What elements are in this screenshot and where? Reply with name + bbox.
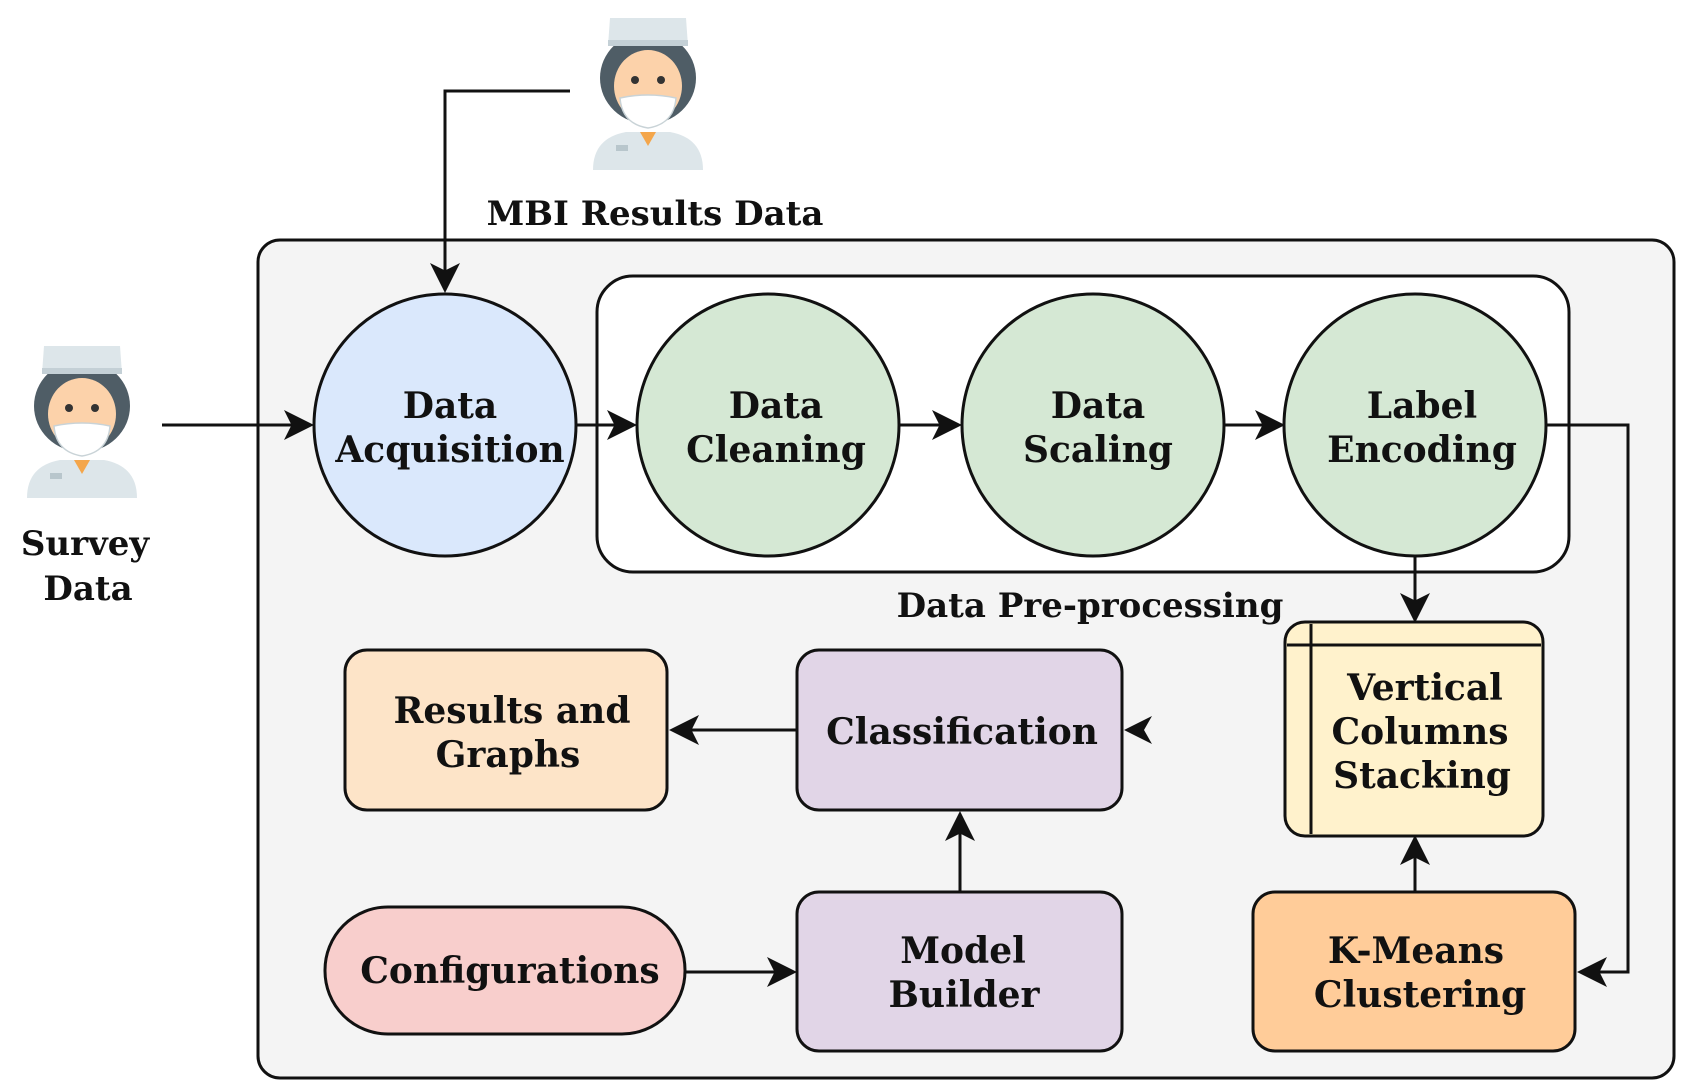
- svg-text:Acquisition: Acquisition: [334, 429, 564, 471]
- configurations-node: Configurations: [323, 905, 687, 1036]
- svg-text:Cleaning: Cleaning: [686, 429, 866, 471]
- arrow-mbi-to-acquisition: [430, 89, 570, 293]
- kmeans-clustering-node: K-Means Clustering: [1251, 890, 1577, 1053]
- svg-text:Vertical: Vertical: [1346, 667, 1503, 709]
- results-and-graphs-node: Results and Graphs: [343, 648, 669, 812]
- label-encoding-node: Label Encoding: [1282, 292, 1548, 558]
- survey-data-label-line1: Survey: [21, 524, 151, 564]
- svg-text:Data: Data: [403, 385, 498, 427]
- model-builder-node: Model Builder: [795, 890, 1124, 1053]
- svg-text:Columns: Columns: [1331, 711, 1508, 753]
- data-scaling-node: Data Scaling: [960, 292, 1226, 558]
- svg-text:Clustering: Clustering: [1314, 974, 1526, 1016]
- arrowhead-into-classification: [1124, 716, 1152, 744]
- survey-data-label-line2: Data: [43, 569, 132, 609]
- data-acquisition-node: Data Acquisition: [312, 292, 578, 558]
- mbi-results-label: MBI Results Data: [487, 194, 824, 234]
- preprocessing-label: Data Pre-processing: [897, 586, 1284, 626]
- nurse-icon: [27, 346, 137, 498]
- svg-text:Builder: Builder: [889, 974, 1041, 1016]
- svg-text:Graphs: Graphs: [436, 734, 581, 776]
- svg-text:Encoding: Encoding: [1327, 429, 1517, 471]
- data-cleaning-node: Data Cleaning: [635, 292, 901, 558]
- svg-text:Stacking: Stacking: [1333, 755, 1511, 797]
- svg-text:Classification: Classification: [826, 711, 1098, 753]
- svg-text:Model: Model: [900, 930, 1026, 972]
- vertical-columns-stacking-node: Vertical Columns Stacking: [1283, 620, 1545, 838]
- classification-node: Classification: [795, 648, 1124, 812]
- svg-text:K-Means: K-Means: [1328, 930, 1504, 972]
- svg-text:Scaling: Scaling: [1023, 429, 1173, 471]
- svg-text:Data: Data: [1051, 385, 1146, 427]
- svg-text:Data: Data: [729, 385, 824, 427]
- svg-text:Configurations: Configurations: [360, 950, 659, 992]
- arrow-encoding-to-kmeans: [1546, 423, 1630, 987]
- svg-text:Label: Label: [1367, 385, 1477, 427]
- nurse-icon: [593, 18, 703, 170]
- svg-text:Results and: Results and: [393, 690, 630, 732]
